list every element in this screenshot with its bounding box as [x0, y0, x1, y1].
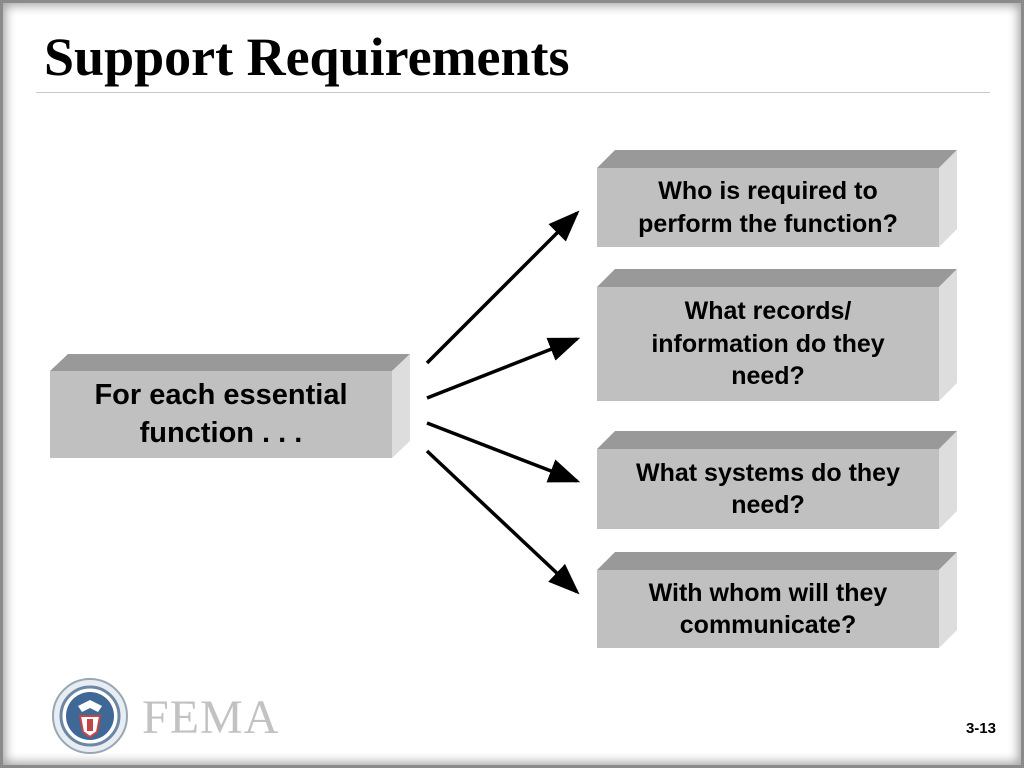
- source-box-front: [50, 371, 392, 458]
- question-box-1: [597, 150, 957, 247]
- question-label-2: What records/ information do they need?: [651, 297, 885, 391]
- question-label-1: Who is required to perform the function?: [638, 177, 898, 238]
- source-box-side: [392, 354, 410, 458]
- slide-title: Support Requirements: [44, 27, 570, 87]
- source-box: [50, 354, 410, 458]
- fema-logo-text: FEMA: [142, 691, 280, 744]
- arrow-to-question-1: [425, 210, 580, 365]
- dhs-seal-icon: [52, 678, 128, 754]
- question-box-3: [597, 431, 957, 529]
- source-label: For each essential function . . .: [94, 379, 348, 449]
- source-box-top: [50, 354, 410, 371]
- question-label-3: What systems do they need?: [636, 458, 900, 520]
- arrow-to-question-2: [426, 337, 581, 400]
- question-label-4: With whom will they communicate?: [648, 578, 888, 640]
- title-divider: [36, 92, 990, 93]
- question-box-2: [597, 269, 957, 401]
- slide-number: 3-13: [965, 720, 996, 737]
- arrow-to-question-3: [426, 421, 581, 483]
- arrow-to-question-4: [425, 449, 580, 595]
- question-box-4: [597, 552, 957, 648]
